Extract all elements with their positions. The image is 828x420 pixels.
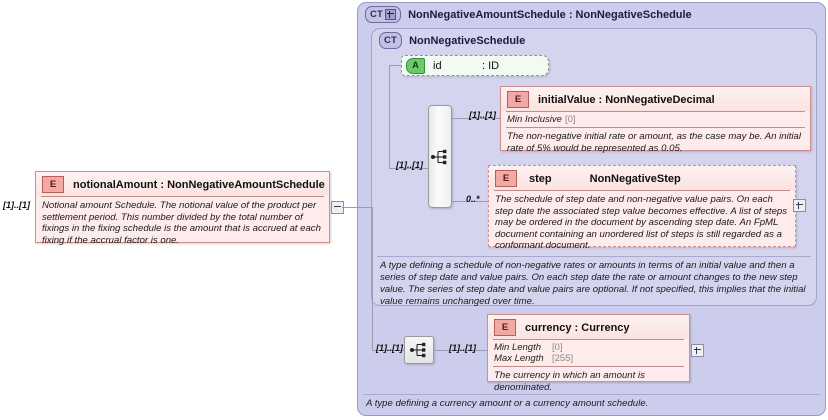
- facet-value: [255]: [552, 353, 574, 364]
- element-notional-amount-title: notionalAmount : NonNegativeAmountSchedu…: [73, 178, 325, 191]
- connector-sequence-bottom-to-currency: [434, 350, 487, 351]
- facet-value: [0]: [552, 342, 563, 353]
- element-step[interactable]: E step NonNegativeStep The schedule of s…: [488, 165, 796, 251]
- connector-notional-to-trunk: [342, 207, 372, 208]
- element-separator: [41, 196, 324, 197]
- sequence-connector-icon: [410, 342, 426, 358]
- element-currency[interactable]: E currency : Currency Min Length [0] Max…: [487, 314, 690, 393]
- cardinality-step: 0..*: [466, 194, 480, 204]
- facet-name: Min Length: [494, 342, 542, 353]
- element-currency-title: currency : Currency: [525, 321, 630, 334]
- element-initial-value-facets: Min Inclusive [0]: [501, 112, 810, 127]
- element-badge-icon: E: [494, 319, 516, 336]
- collapse-minus-icon-notional-amount[interactable]: [331, 201, 344, 214]
- outer-type-header: CT NonNegativeAmountSchedule : NonNegati…: [365, 6, 692, 23]
- element-separator: [494, 190, 790, 191]
- element-badge-icon: E: [495, 170, 517, 187]
- outer-type-documentation: A type defining a currency amount or a c…: [366, 398, 649, 409]
- ct-inner-badge-label: CT: [384, 34, 398, 46]
- connector-sequence-to-initial-value: [452, 118, 500, 119]
- element-step-header: E step NonNegativeStep: [489, 166, 795, 190]
- inner-type-title: NonNegativeSchedule: [409, 34, 526, 47]
- element-badge-icon: E: [507, 91, 529, 108]
- element-separator: [506, 111, 805, 112]
- element-step-name: step: [529, 172, 552, 185]
- sequence-connector-bottom[interactable]: [404, 336, 434, 364]
- sequence-connector-top[interactable]: [428, 105, 452, 208]
- element-notional-amount-header: E notionalAmount : NonNegativeAmountSche…: [36, 172, 329, 196]
- element-currency-doc: The currency in which an amount is denom…: [494, 370, 645, 393]
- element-separator: [493, 339, 684, 340]
- ct-badge-label: CT: [370, 8, 384, 20]
- element-separator: [506, 127, 805, 128]
- cardinality-notional-amount: [1]..[1]: [3, 200, 30, 210]
- connector-inner-trunk-vertical: [389, 65, 390, 168]
- inner-doc-separator: [377, 256, 811, 257]
- inner-type-documentation: A type defining a schedule of non-negati…: [380, 260, 806, 307]
- element-initial-value-title: initialValue : NonNegativeDecimal: [538, 93, 715, 106]
- element-notional-amount[interactable]: E notionalAmount : NonNegativeAmountSche…: [35, 171, 330, 246]
- connector-trunk-to-attribute: [389, 65, 402, 66]
- facet-name: Max Length: [494, 353, 544, 364]
- expand-plus-icon-currency[interactable]: [691, 344, 704, 357]
- cardinality-sequence-top-in: [1]..[1]: [396, 160, 423, 170]
- facet-value: [0]: [565, 114, 576, 125]
- attribute-id-type: : ID: [482, 59, 500, 72]
- element-step-type: NonNegativeStep: [589, 172, 681, 185]
- facet-row: Min Inclusive [0]: [507, 114, 804, 125]
- expand-plus-icon[interactable]: [385, 9, 397, 20]
- connector-trunk-to-sequence: [389, 168, 428, 169]
- cardinality-currency: [1]..[1]: [449, 343, 476, 353]
- element-badge-icon: E: [42, 176, 64, 193]
- connector-sequence-to-step: [452, 201, 488, 202]
- outer-type-title: NonNegativeAmountSchedule : NonNegativeS…: [408, 8, 692, 21]
- facet-row: Min Length [0]: [494, 342, 683, 353]
- inner-type-header: CT NonNegativeSchedule: [379, 32, 525, 49]
- attribute-id[interactable]: A id : ID: [401, 55, 549, 76]
- element-currency-header: E currency : Currency: [488, 315, 689, 339]
- attribute-badge-icon: A: [406, 57, 425, 74]
- element-currency-facets: Min Length [0] Max Length [255]: [488, 340, 689, 366]
- attribute-id-name: id: [433, 59, 442, 72]
- complex-type-badge-icon[interactable]: CT: [365, 6, 402, 23]
- connector-trunk-to-currency-seq: [372, 350, 404, 351]
- expand-plus-icon-step[interactable]: [793, 199, 806, 212]
- element-initial-value[interactable]: E initialValue : NonNegativeDecimal Min …: [500, 86, 811, 154]
- element-step-doc: The schedule of step date and non-negati…: [495, 194, 788, 252]
- cardinality-initial-value: [1]..[1]: [469, 110, 496, 120]
- facet-name: Min Inclusive: [507, 114, 562, 125]
- element-initial-value-header: E initialValue : NonNegativeDecimal: [501, 87, 810, 111]
- element-notional-amount-doc: Notional amount Schedule. The notional v…: [42, 200, 321, 246]
- cardinality-sequence-bottom-in: [1]..[1]: [376, 343, 403, 353]
- facet-row: Max Length [255]: [494, 353, 683, 364]
- connector-trunk-vertical: [372, 207, 373, 350]
- element-initial-value-doc: The non-negative initial rate or amount,…: [507, 131, 802, 154]
- outer-doc-separator: [363, 394, 820, 395]
- sequence-connector-icon: [431, 149, 447, 164]
- element-separator: [493, 366, 684, 367]
- complex-type-inner-badge-icon[interactable]: CT: [379, 32, 403, 49]
